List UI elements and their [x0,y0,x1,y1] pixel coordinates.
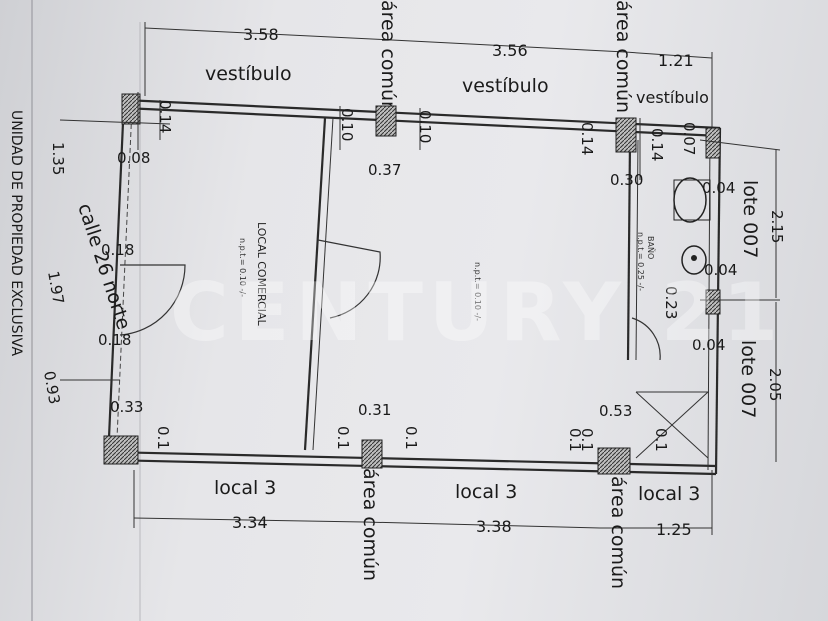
dim-093: 0.93 [40,370,64,406]
common-area-top-right: área común [612,0,634,113]
dim-01-d: 0.1 [566,428,584,452]
common-area-top-left: área común [377,0,399,113]
street-label: calle 26 norte [73,201,134,333]
dim-014-a: 0.14 [156,100,174,133]
bathroom-fixtures [673,177,711,275]
interior-dimensions [59,92,781,462]
dim-014-c: 0.14 [648,128,666,161]
doors [119,239,661,361]
common-area-bottom-left: área común [359,468,381,581]
dim-bottom-a: 3.34 [232,513,268,532]
dim-018-a: 0.18 [101,241,134,259]
dim-top-left: 3.58 [243,25,279,44]
dim-023: 0.23 [662,286,680,319]
dim-033: 0.33 [110,398,143,416]
bath-level: n.p.t.= 0.25 -/- [636,232,645,291]
local-3-c: local 3 [638,483,700,505]
dim-014-b: 0.14 [578,122,596,155]
lot-007-a-dim: 2.15 [768,210,786,243]
bath-label: BAÑO [646,236,656,259]
watermark: CENTURY 21 [170,266,784,359]
dim-031: 0.31 [358,401,391,419]
dim-004-b: 0.04 [704,261,737,279]
dim-008: 0.08 [117,149,150,167]
dim-01-e: 0.1 [652,428,670,452]
local-3-a: local 3 [214,477,276,499]
dim-007: 0.07 [680,122,698,155]
bottom-dimensions [133,470,713,535]
dim-197: 1.97 [44,270,68,306]
room-vestibule-left: vestíbulo [205,63,292,85]
unit-title: UNIDAD DE PROPIEDAD EXCLUSIVA [8,110,24,356]
dim-top-mid: 3.56 [492,41,528,60]
dim-bottom-b: 3.38 [476,517,512,536]
dim-004-a: 0.04 [702,179,735,197]
dim-01-c: 0.1 [402,426,420,450]
dim-037: 0.37 [368,161,401,179]
top-dimensions [144,22,713,128]
local-comercial-level: n.p.t.= 0.10 -/- [238,238,247,297]
dim-018-b: 0.18 [98,331,131,349]
dim-135: 1.35 [49,142,67,175]
dim-053: 0.53 [599,402,632,420]
dim-01-a: 0.1 [154,426,172,450]
dim-bottom-c: 1.25 [656,520,692,539]
lot-007-b: lote 007 [737,340,759,418]
dim-004-c: 0.04 [692,336,725,354]
dim-030: 0.30 [610,171,643,189]
dim-010-a: 0.10 [338,108,356,141]
dim-01-b: 0.1 [334,426,352,450]
dim-01-f: 0.1 [578,428,596,452]
local-3-b: local 3 [455,481,517,503]
lot-007-a: lote 007 [739,180,761,258]
common-area-bottom-right: área común [607,476,629,589]
lot-007-b-dim: 2.05 [766,368,784,401]
mid-room-level: n.p.t.= 0.10 -/- [473,262,482,321]
dim-top-right: 1.21 [658,51,694,70]
room-vestibule-right: vestíbulo [636,88,709,107]
room-vestibule-mid: vestíbulo [462,75,549,97]
dim-010-b: 0.10 [416,110,434,143]
local-comercial-label: LOCAL COMERCIAL [255,222,268,327]
columns [103,93,721,475]
